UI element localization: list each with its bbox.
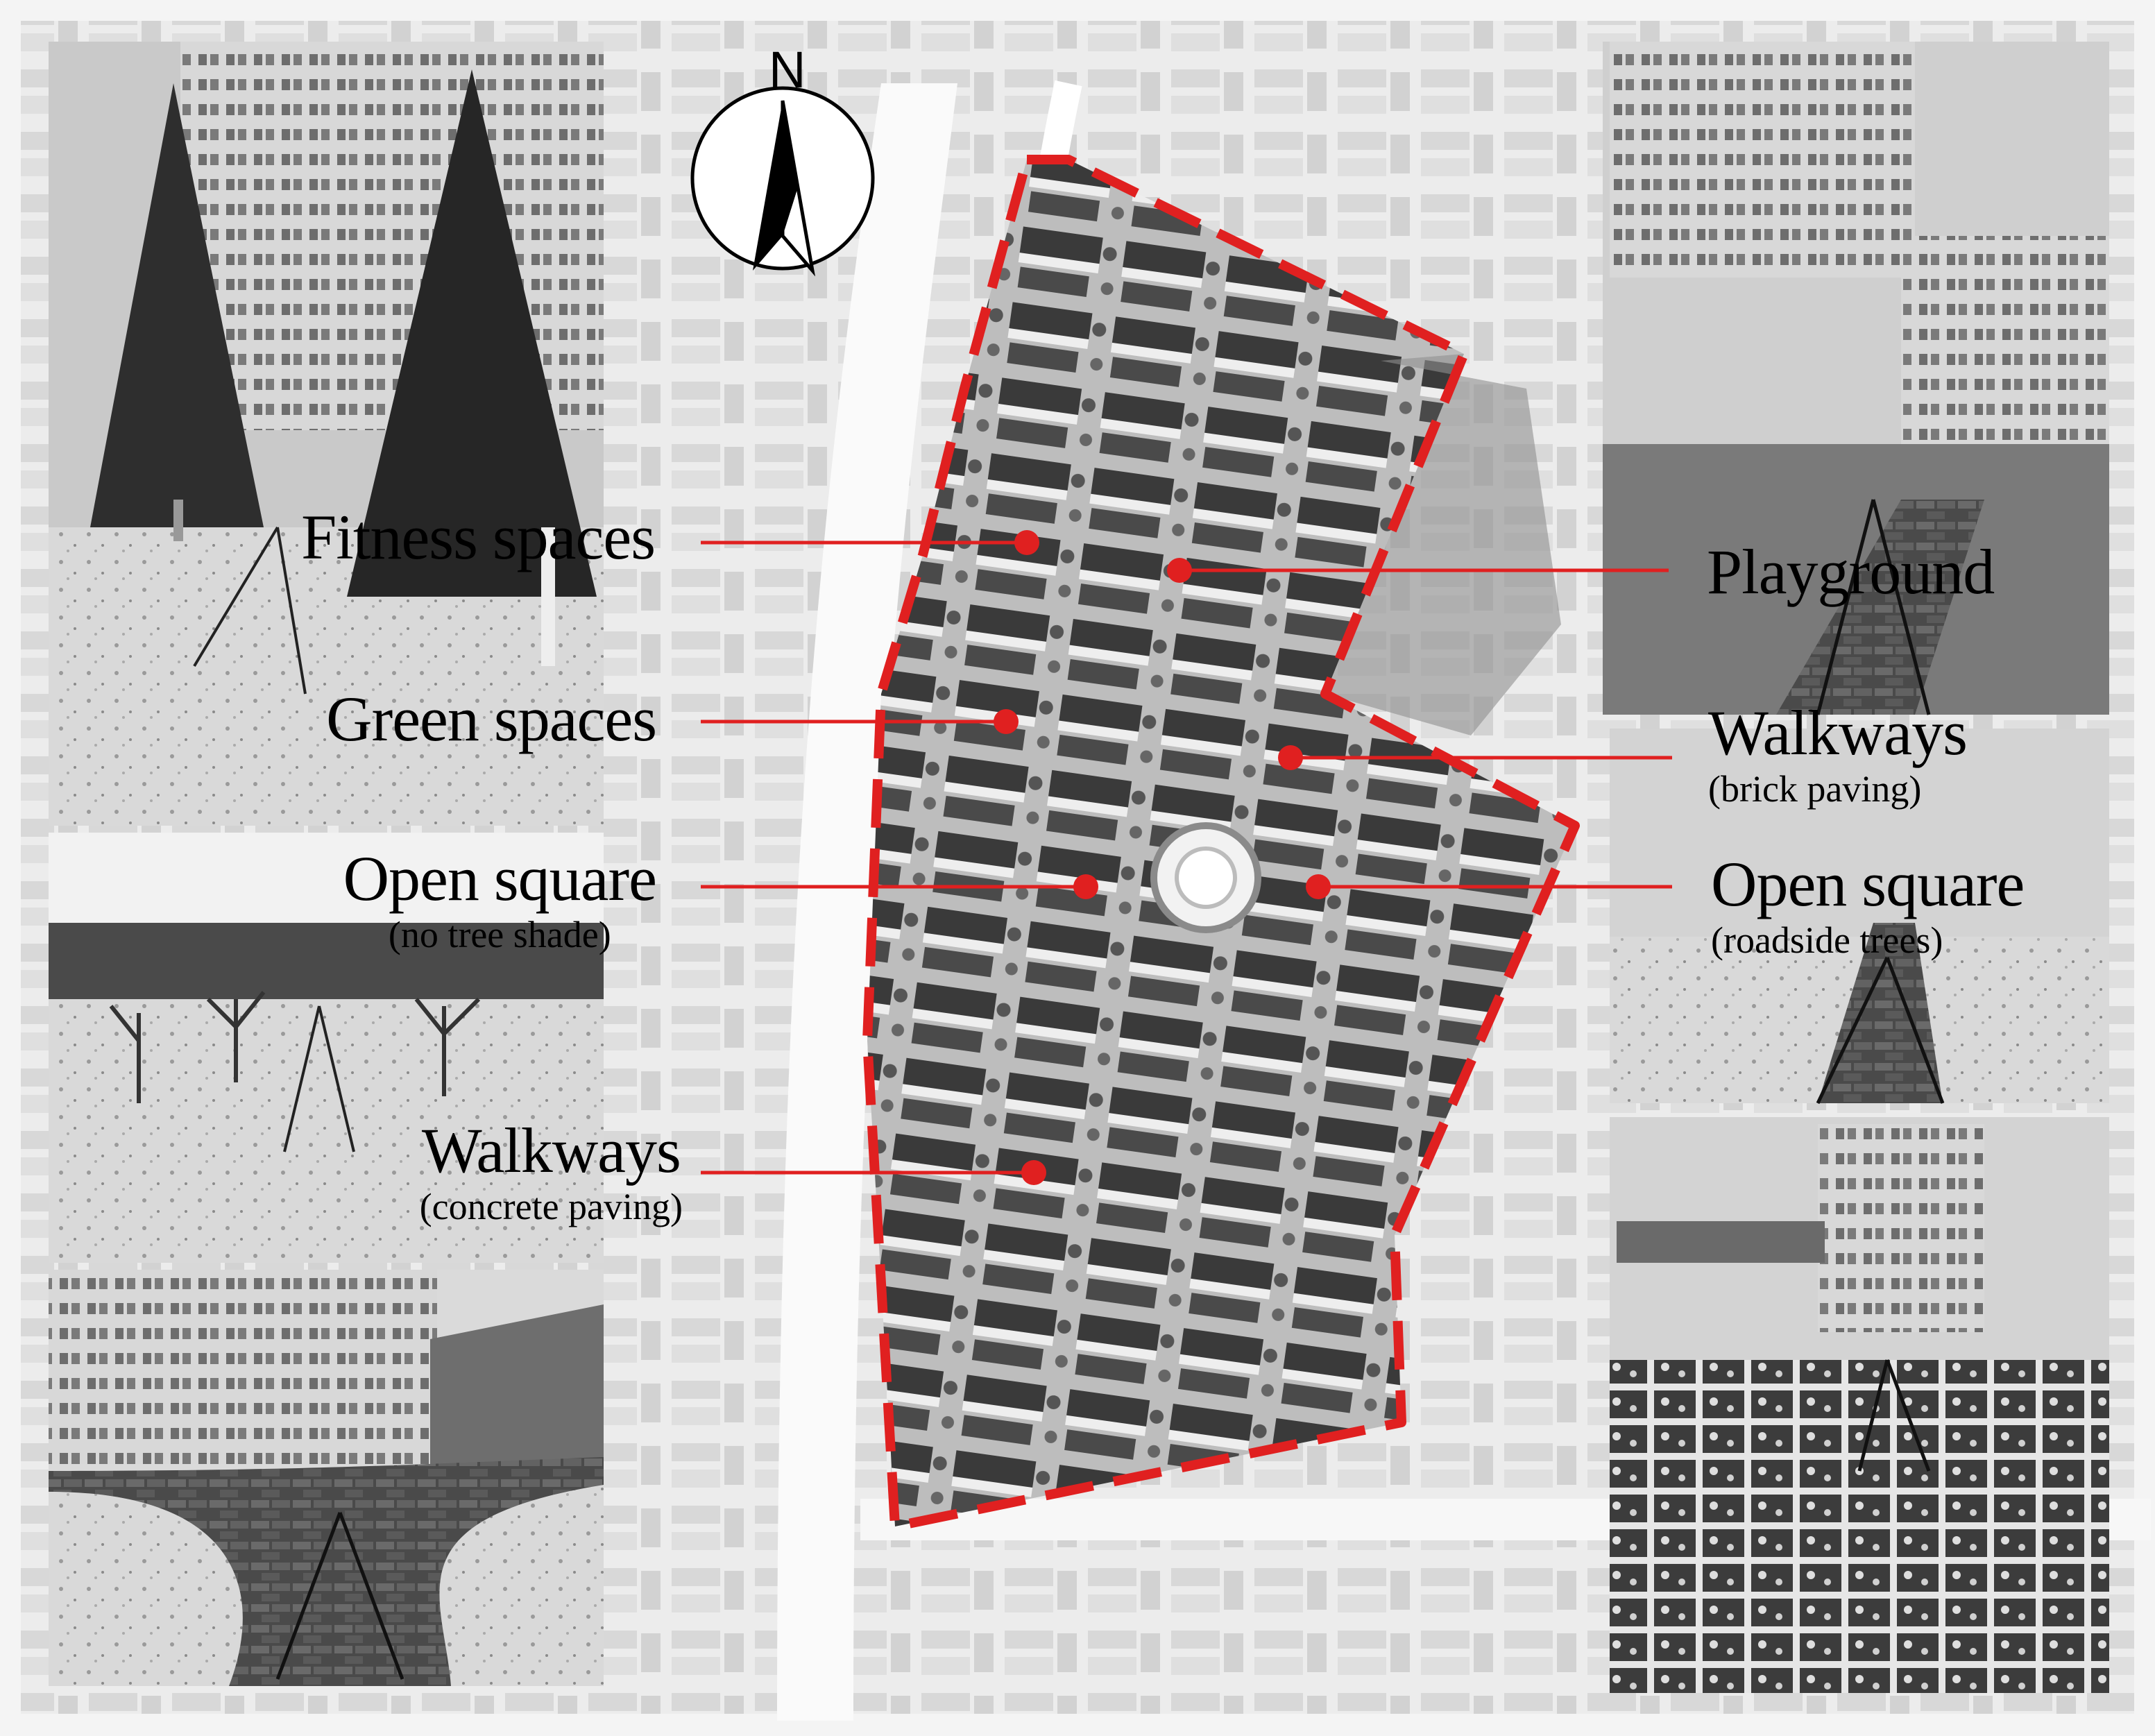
north-arrow-icon xyxy=(690,86,875,277)
photo-walkway-concrete xyxy=(49,1270,604,1686)
photo-open-square-no-shade xyxy=(49,833,604,1263)
photo-playground xyxy=(1603,42,2109,715)
marker-walkways-right xyxy=(1278,745,1303,770)
marker-open-square-left xyxy=(1073,874,1098,899)
label-open-square-right-main: Open square xyxy=(1711,849,2025,919)
label-walkways-right-sub: (brick paving) xyxy=(1708,768,1922,810)
label-playground-main: Playground xyxy=(1707,536,1995,607)
label-walkways-left-main: Walkways xyxy=(421,1115,681,1186)
photo-open-square-roadside-trees xyxy=(1610,1117,2109,1693)
label-fitness-main: Fitness spaces xyxy=(301,502,656,572)
callout-lines xyxy=(701,541,1672,1175)
photo-fitness-space xyxy=(49,42,604,826)
marker-fitness xyxy=(1014,530,1039,555)
marker-green xyxy=(994,709,1019,734)
label-walkways-left-sub: (concrete paving) xyxy=(419,1186,683,1227)
north-label: N xyxy=(769,41,806,99)
label-playground: Playground xyxy=(1707,536,1995,607)
playground-area xyxy=(1325,354,1561,735)
label-green-main: Green spaces xyxy=(326,683,657,754)
label-open-square-right: Open square (roadside trees) xyxy=(1711,849,2025,961)
photo-walkway-brick xyxy=(1610,729,2109,1105)
label-open-square-right-sub: (roadside trees) xyxy=(1711,919,1943,961)
marker-open-square-right xyxy=(1306,874,1331,899)
label-walkways-left: Walkways (concrete paving) xyxy=(420,1118,683,1225)
label-open-square-left-sub: (no tree shade) xyxy=(388,914,611,955)
label-fitness-spaces: Fitness spaces xyxy=(301,502,656,572)
label-open-square-left-main: Open square xyxy=(343,843,657,914)
markers xyxy=(994,530,1331,1185)
main-road xyxy=(777,83,957,1721)
label-walkways-right-main: Walkways xyxy=(1708,697,1968,768)
site-boundary xyxy=(862,155,1580,1531)
marker-walkways-left xyxy=(1021,1160,1046,1185)
study-site xyxy=(862,155,1580,1531)
label-green-spaces: Green spaces xyxy=(326,683,657,754)
label-walkways-right: Walkways (brick paving) xyxy=(1708,697,1968,810)
marker-playground xyxy=(1167,558,1192,583)
label-open-square-left: Open square (no tree shade) xyxy=(343,843,657,955)
